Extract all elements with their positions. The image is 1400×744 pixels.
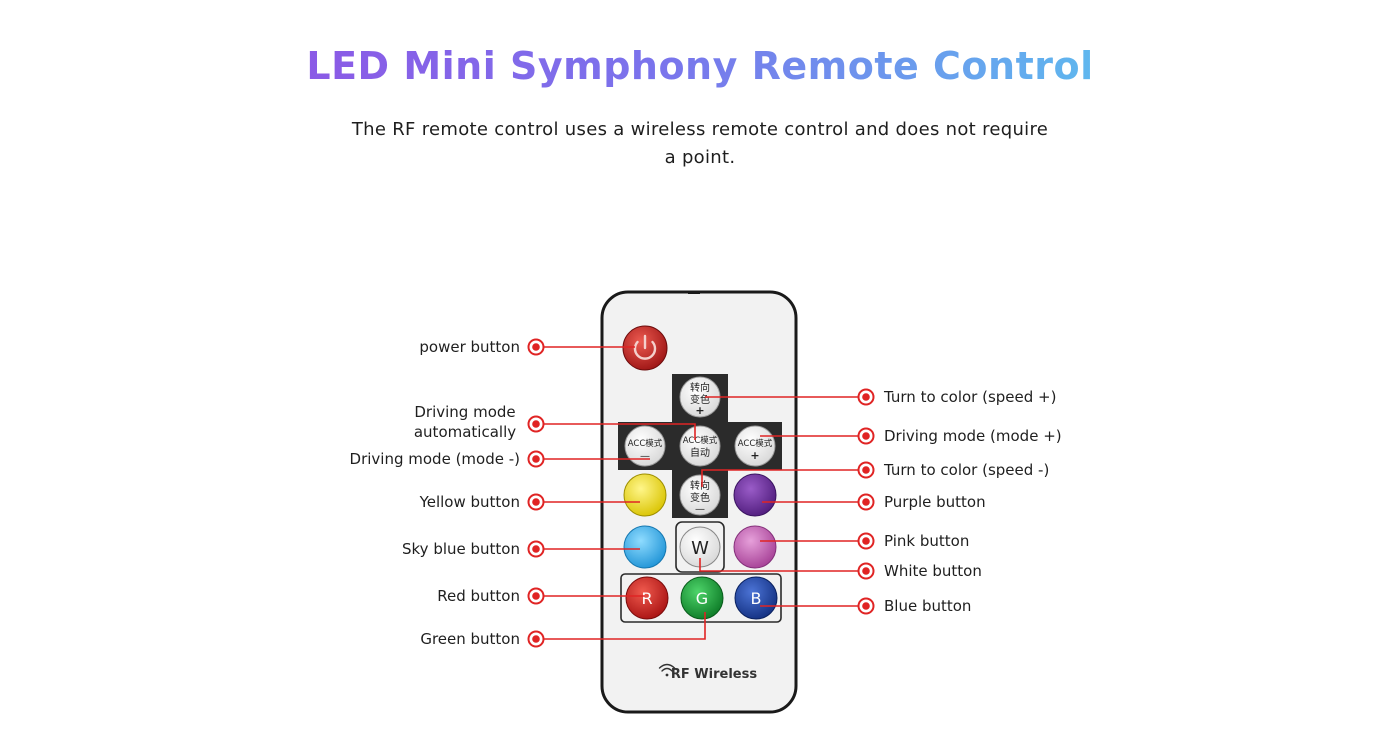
rf-wireless-label: RF Wireless (671, 667, 757, 682)
label-mode-minus: Driving mode (mode -) (350, 449, 520, 469)
key-text: 转向 (690, 381, 710, 394)
marker-speed-plus (859, 390, 874, 405)
marker-red (529, 589, 544, 604)
key-text: ACC模式 (738, 438, 773, 449)
marker-auto (529, 417, 544, 432)
marker-blue (859, 599, 874, 614)
key-text: — (695, 504, 705, 515)
key-text: 转向 (690, 479, 710, 492)
power-button[interactable] (623, 326, 667, 370)
yellow-button[interactable] (624, 474, 666, 516)
key-text: 变色 (690, 491, 710, 504)
label-green-button: Green button (420, 629, 520, 649)
label-speed-plus: Turn to color (speed +) (884, 387, 1056, 407)
marker-mode-minus (529, 452, 544, 467)
key-text: W (691, 538, 709, 559)
key-text: ACC模式 (628, 438, 663, 449)
label-white-button: White button (884, 561, 982, 581)
key-text: ACC模式 (683, 435, 718, 446)
key-text: + (695, 404, 704, 417)
mode-plus-button[interactable]: ACC模式 + (735, 426, 775, 466)
mode-minus-button[interactable]: ACC模式 — (625, 426, 665, 466)
marker-pink (859, 534, 874, 549)
marker-purple (859, 495, 874, 510)
label-red-button: Red button (437, 586, 520, 606)
red-button[interactable]: R (626, 577, 668, 619)
key-text: G (696, 589, 708, 608)
key-text: R (641, 589, 652, 608)
speed-minus-button[interactable]: 转向 变色 — (680, 475, 720, 515)
label-power-button: power button (419, 337, 520, 357)
key-text: 自动 (690, 446, 710, 459)
pink-button[interactable] (734, 526, 776, 568)
label-pink-button: Pink button (884, 531, 969, 551)
marker-yellow (529, 495, 544, 510)
key-text: B (751, 589, 762, 608)
label-speed-minus: Turn to color (speed -) (884, 460, 1049, 480)
marker-green (529, 632, 544, 647)
key-text: — (640, 451, 650, 462)
skyblue-button[interactable] (624, 526, 666, 568)
marker-white (859, 564, 874, 579)
marker-mode-plus (859, 429, 874, 444)
auto-mode-button[interactable]: ACC模式 自动 (680, 426, 720, 466)
label-blue-button: Blue button (884, 596, 971, 616)
label-line: Driving mode (400, 402, 530, 422)
key-text: + (750, 449, 759, 462)
label-skyblue-button: Sky blue button (402, 539, 520, 559)
marker-skyblue (529, 542, 544, 557)
label-line: automatically (400, 422, 530, 442)
green-button[interactable]: G (681, 577, 723, 619)
blue-button[interactable]: B (735, 577, 777, 619)
label-purple-button: Purple button (884, 492, 986, 512)
label-driving-mode-auto: Driving mode automatically (400, 402, 530, 442)
label-mode-plus: Driving mode (mode +) (884, 426, 1062, 446)
marker-power (529, 340, 544, 355)
label-yellow-button: Yellow button (420, 492, 520, 512)
marker-speed-minus (859, 463, 874, 478)
purple-button[interactable] (734, 474, 776, 516)
